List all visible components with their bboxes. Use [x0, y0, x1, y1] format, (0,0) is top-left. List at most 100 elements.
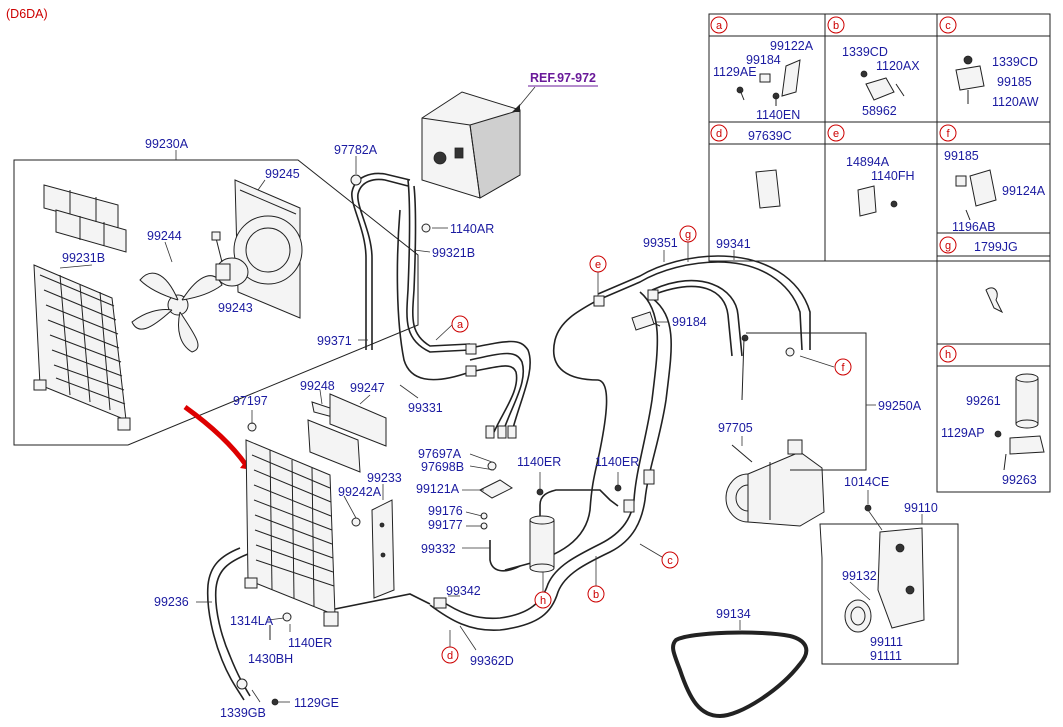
label-1014CE[interactable]: 1014CE [844, 475, 889, 489]
detail-c-part-2[interactable]: 99185 [997, 75, 1032, 89]
label-99342[interactable]: 99342 [446, 584, 481, 598]
detail-c-part-1[interactable]: 1339CD [992, 55, 1038, 69]
label-99371[interactable]: 99371 [317, 334, 352, 348]
label-99362D[interactable]: 99362D [470, 654, 514, 668]
label-97705[interactable]: 97705 [718, 421, 753, 435]
label-1339GB[interactable]: 1339GB [220, 706, 266, 720]
callout-f[interactable]: f [834, 358, 852, 376]
callout-d[interactable]: d [441, 646, 459, 664]
label-99230A[interactable]: 99230A [145, 137, 189, 151]
detail-a-part-3[interactable]: 1129AE [713, 65, 757, 79]
detail-b-part-1[interactable]: 1339CD [842, 45, 888, 59]
fan-motor [211, 231, 249, 287]
label-1430BH[interactable]: 1430BH [248, 652, 293, 666]
svg-text:e: e [833, 128, 839, 140]
callout-a[interactable]: a [451, 315, 469, 333]
detail-f-part-3[interactable]: 1196AB [952, 220, 996, 234]
label-99245[interactable]: 99245 [265, 167, 300, 181]
callout-c[interactable]: c [661, 551, 679, 569]
misc-bolts [236, 223, 872, 706]
callout-h[interactable]: h [534, 591, 552, 609]
detail-h-part-2[interactable]: 1129AP [941, 426, 985, 440]
label-99332[interactable]: 99332 [421, 542, 456, 556]
label-99351[interactable]: 99351 [643, 236, 678, 250]
detail-f-code[interactable]: f [939, 124, 957, 142]
svg-text:g: g [685, 229, 691, 241]
detail-e: e 14894A 1140FH [827, 124, 915, 217]
label-99236[interactable]: 99236 [154, 595, 189, 609]
detail-grid [708, 13, 1051, 493]
detail-h-code[interactable]: h [939, 345, 957, 363]
detail-g-code[interactable]: g [939, 236, 957, 254]
detail-a-part-2[interactable]: 99184 [746, 53, 781, 67]
pipe-fittings [350, 174, 659, 609]
label-99248[interactable]: 99248 [300, 379, 335, 393]
svg-text:b: b [593, 589, 599, 601]
label-99243[interactable]: 99243 [218, 301, 253, 315]
label-99134[interactable]: 99134 [716, 607, 751, 621]
detail-c-part-3[interactable]: 1120AW [992, 95, 1039, 109]
svg-text:b: b [833, 20, 839, 32]
label-97782A[interactable]: 97782A [334, 143, 378, 157]
label-99341[interactable]: 99341 [716, 237, 751, 251]
label-99132[interactable]: 99132 [842, 569, 877, 583]
callout-b[interactable]: b [587, 585, 605, 603]
svg-text:h: h [945, 349, 951, 361]
detail-a-code[interactable]: a [710, 16, 728, 34]
label-1129GE[interactable]: 1129GE [294, 696, 339, 710]
label-97698B[interactable]: 97698B [421, 460, 464, 474]
receiver-drier [479, 461, 555, 573]
label-99111[interactable]: 99111 [870, 635, 903, 649]
detail-c-code[interactable]: c [939, 16, 957, 34]
label-1140AR[interactable]: 1140AR [450, 222, 494, 236]
label-97197[interactable]: 97197 [233, 394, 268, 408]
condenser-seal [307, 393, 387, 473]
label-1140ER-c[interactable]: 1140ER [288, 636, 332, 650]
detail-f-part-1[interactable]: 99185 [944, 149, 979, 163]
detail-h: h 99261 1129AP 99263 [939, 345, 1045, 487]
ref-label[interactable]: REF.97-972 [530, 71, 596, 85]
detail-d: d 97639C [710, 124, 792, 209]
detail-f-part-2[interactable]: 99124A [1002, 184, 1046, 198]
label-99121A[interactable]: 99121A [416, 482, 460, 496]
label-99242A[interactable]: 99242A [338, 485, 382, 499]
label-99331[interactable]: 99331 [408, 401, 443, 415]
label-99110[interactable]: 99110 [904, 501, 938, 515]
svg-text:f: f [841, 362, 845, 374]
label-99177[interactable]: 99177 [428, 518, 463, 532]
detail-a-part-4[interactable]: 1140EN [756, 108, 800, 122]
label-99184[interactable]: 99184 [672, 315, 707, 329]
svg-text:c: c [945, 20, 951, 32]
detail-e-code[interactable]: e [827, 124, 845, 142]
svg-text:a: a [716, 20, 723, 32]
label-99231B[interactable]: 99231B [62, 251, 105, 265]
detail-g-part-1[interactable]: 1799JG [974, 240, 1018, 254]
detail-b-part-3[interactable]: 58962 [862, 104, 897, 118]
label-1314LA[interactable]: 1314LA [230, 614, 274, 628]
detail-h-part-3[interactable]: 99263 [1002, 473, 1037, 487]
detail-e-part-2[interactable]: 1140FH [871, 169, 915, 183]
detail-e-part-1[interactable]: 14894A [846, 155, 890, 169]
detail-b-code[interactable]: b [827, 16, 845, 34]
callout-e[interactable]: e [589, 255, 607, 273]
label-1140ER-b[interactable]: 1140ER [595, 455, 639, 469]
refrigerant-pipes [206, 172, 811, 701]
detail-h-part-1[interactable]: 99261 [966, 394, 1001, 408]
label-1140ER-a[interactable]: 1140ER [517, 455, 561, 469]
label-99244[interactable]: 99244 [147, 229, 182, 243]
compressor [725, 439, 825, 527]
detail-d-part-1[interactable]: 97639C [748, 129, 792, 143]
detail-b-part-2[interactable]: 1120AX [876, 59, 920, 73]
label-99250A[interactable]: 99250A [878, 399, 922, 413]
label-91111[interactable]: 91111 [870, 649, 902, 663]
detail-d-code[interactable]: d [710, 124, 728, 142]
label-99176[interactable]: 99176 [428, 504, 463, 518]
label-97697A[interactable]: 97697A [418, 447, 462, 461]
detail-a: a 99122A 99184 1129AE 1140EN [710, 16, 814, 122]
svg-text:g: g [945, 240, 951, 252]
label-99247[interactable]: 99247 [350, 381, 385, 395]
detail-a-part-1[interactable]: 99122A [770, 39, 814, 53]
callout-g[interactable]: g [679, 225, 697, 243]
label-99233[interactable]: 99233 [367, 471, 402, 485]
label-99321B[interactable]: 99321B [432, 246, 475, 260]
